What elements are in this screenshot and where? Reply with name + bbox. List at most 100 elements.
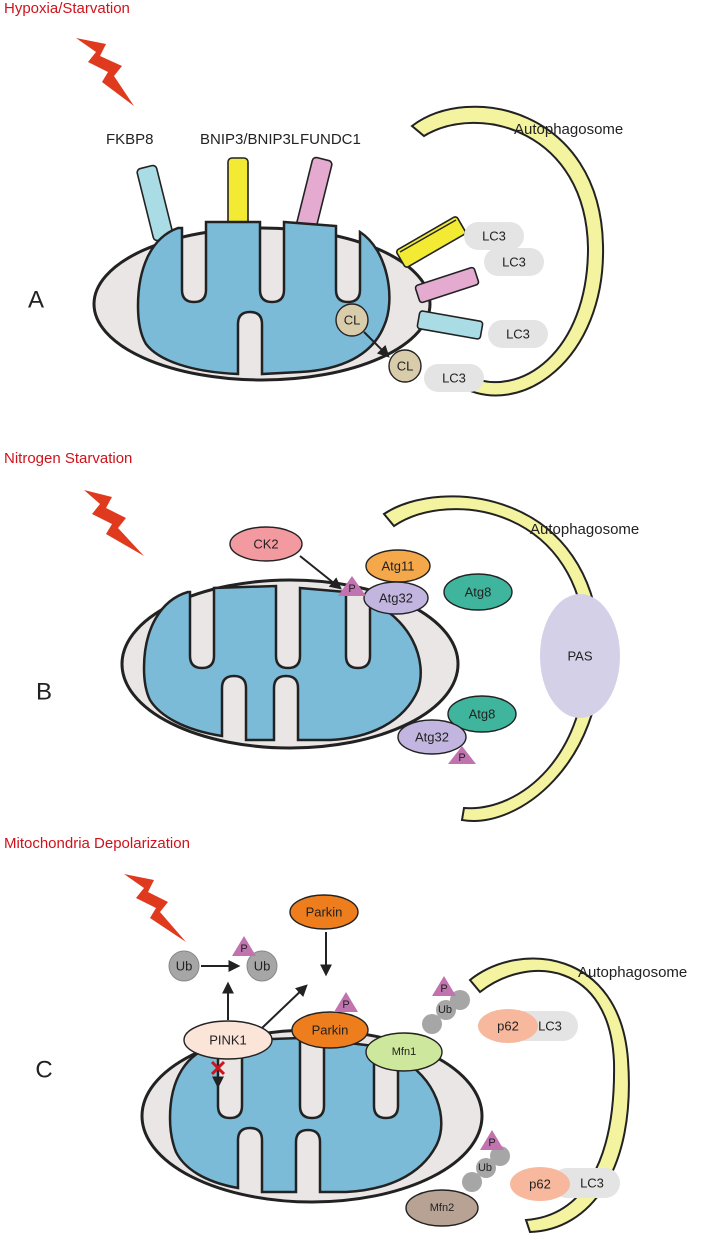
cardiolipin-inner bbox=[335, 303, 369, 337]
ub-label: Ub bbox=[254, 959, 271, 974]
atg8-protein-bottom bbox=[447, 695, 517, 733]
stress-label-a: Hypoxia/Starvation bbox=[4, 0, 130, 17]
cardiolipin-label: CL bbox=[397, 359, 414, 374]
panel-letter-b: B bbox=[36, 679, 52, 706]
panel-a: Hypoxia/Starvation A Autophagosome FKBP8… bbox=[4, 0, 623, 397]
autophagosome-label-c: Autophagosome bbox=[578, 964, 687, 981]
parkin-label: Parkin bbox=[306, 905, 343, 920]
mitochondrion-matrix-a bbox=[136, 220, 391, 376]
p62-top bbox=[478, 1009, 538, 1043]
lc3-a2: LC3 bbox=[484, 248, 544, 276]
phospho-marker-ubchain-top bbox=[432, 976, 456, 996]
ck2-kinase bbox=[229, 526, 303, 562]
pink1-label: PINK1 bbox=[209, 1033, 247, 1048]
panel-c: Mitochondria Depolarization C Autophagos… bbox=[4, 835, 687, 1234]
autophagosome-label-a: Autophagosome bbox=[514, 121, 623, 138]
autophagosome-membrane-c bbox=[468, 957, 630, 1234]
mfn2-protein bbox=[405, 1189, 479, 1227]
bnip3-receptor bbox=[227, 157, 249, 231]
receptor-label-fkbp8: FKBP8 bbox=[106, 131, 154, 148]
fkbp8-receptor bbox=[136, 164, 174, 242]
lc3-a4: LC3 bbox=[424, 364, 484, 392]
mfn1-protein bbox=[365, 1032, 443, 1072]
ub-label: Ub bbox=[478, 1162, 492, 1174]
fundc1-receptor-bound bbox=[414, 266, 480, 304]
panel-letter-c: C bbox=[35, 1057, 52, 1084]
cardiolipin-outer bbox=[388, 349, 422, 383]
lightning-icon bbox=[124, 874, 186, 942]
fkbp8-receptor-bound bbox=[416, 310, 484, 340]
ub-chain-bottom-1 bbox=[462, 1172, 482, 1192]
lc3-label: LC3 bbox=[580, 1176, 604, 1191]
lc3-label: LC3 bbox=[482, 229, 506, 244]
ub-label: Ub bbox=[438, 1004, 452, 1016]
parkin-membrane bbox=[291, 1011, 369, 1049]
phospho-marker-ubchain-bottom bbox=[480, 1130, 504, 1150]
phospho-marker-top bbox=[338, 576, 366, 596]
lc3-label: LC3 bbox=[538, 1019, 562, 1034]
phospho-label: P bbox=[240, 943, 247, 955]
atg8-label: Atg8 bbox=[469, 707, 496, 722]
ub-chain-top-2 bbox=[436, 1000, 456, 1020]
phospho-label: P bbox=[348, 583, 355, 595]
bnip3-dimer-line bbox=[399, 219, 457, 253]
lc3-a3: LC3 bbox=[488, 320, 548, 348]
phospho-marker-parkin bbox=[334, 992, 358, 1012]
cardiolipin-label: CL bbox=[344, 313, 361, 328]
atg32-protein-top bbox=[363, 581, 429, 615]
lightning-icon bbox=[84, 490, 144, 556]
lightning-icon bbox=[76, 38, 134, 106]
panel-letter-a: A bbox=[28, 287, 44, 314]
ub-phosphorylated bbox=[246, 950, 278, 982]
pas-structure bbox=[540, 594, 620, 718]
receptor-label-bnip3: BNIP3/BNIP3L bbox=[200, 131, 299, 148]
stress-label-b: Nitrogen Starvation bbox=[4, 450, 132, 467]
ub-label: Ub bbox=[176, 959, 193, 974]
lc3-label: LC3 bbox=[442, 371, 466, 386]
bnip3-receptor-bound bbox=[395, 216, 467, 268]
atg8-protein-top bbox=[443, 573, 513, 611]
parkin-label: Parkin bbox=[312, 1023, 349, 1038]
phospho-label: P bbox=[342, 999, 349, 1011]
phospho-marker-ub bbox=[232, 936, 256, 956]
mfn1-label: Mfn1 bbox=[392, 1046, 416, 1058]
atg32-label: Atg32 bbox=[415, 730, 449, 745]
atg8-label: Atg8 bbox=[465, 585, 492, 600]
autophagosome-label-b: Autophagosome bbox=[530, 521, 639, 538]
import-blocked-icon bbox=[210, 1060, 226, 1076]
autophagosome-membrane-b bbox=[382, 495, 602, 822]
pas-label: PAS bbox=[567, 649, 592, 664]
mfn2-label: Mfn2 bbox=[430, 1202, 454, 1214]
mitochondrion-matrix-b bbox=[142, 584, 422, 742]
ub-free bbox=[168, 950, 200, 982]
lc3-label: LC3 bbox=[506, 327, 530, 342]
lc3-a1: LC3 bbox=[464, 222, 524, 250]
ck2-label: CK2 bbox=[253, 537, 278, 552]
pink1-kinase bbox=[183, 1020, 273, 1060]
atg11-label: Atg11 bbox=[381, 559, 414, 574]
phospho-marker-bottom bbox=[448, 746, 476, 764]
atg32-label: Atg32 bbox=[379, 591, 413, 606]
phospho-label: P bbox=[440, 983, 447, 995]
ck2-arrow bbox=[299, 555, 342, 590]
fundc1-receptor bbox=[295, 156, 333, 234]
panel-b: Nitrogen Starvation B Autophagosome PAS … bbox=[4, 450, 639, 822]
stress-label-c: Mitochondria Depolarization bbox=[4, 835, 190, 852]
pink1-to-parkin-arrow bbox=[261, 984, 308, 1029]
ub-chain-bottom-2 bbox=[476, 1158, 496, 1178]
lc3-c2: LC3 bbox=[552, 1168, 620, 1198]
ub-chain-top-1 bbox=[422, 1014, 442, 1034]
ub-chain-bottom-3 bbox=[490, 1146, 510, 1166]
p62-label: p62 bbox=[529, 1177, 551, 1192]
phospho-label: P bbox=[458, 752, 465, 764]
cardiolipin-arrow bbox=[363, 331, 390, 358]
p62-label: p62 bbox=[497, 1019, 519, 1034]
receptor-label-fundc1: FUNDC1 bbox=[300, 131, 361, 148]
phospho-label: P bbox=[488, 1137, 495, 1149]
lc3-label: LC3 bbox=[502, 255, 526, 270]
mitochondrion-matrix-c bbox=[168, 1036, 443, 1194]
parkin-cytosolic bbox=[289, 894, 359, 930]
p62-bottom bbox=[510, 1167, 570, 1201]
atg32-protein-bottom bbox=[397, 719, 467, 755]
